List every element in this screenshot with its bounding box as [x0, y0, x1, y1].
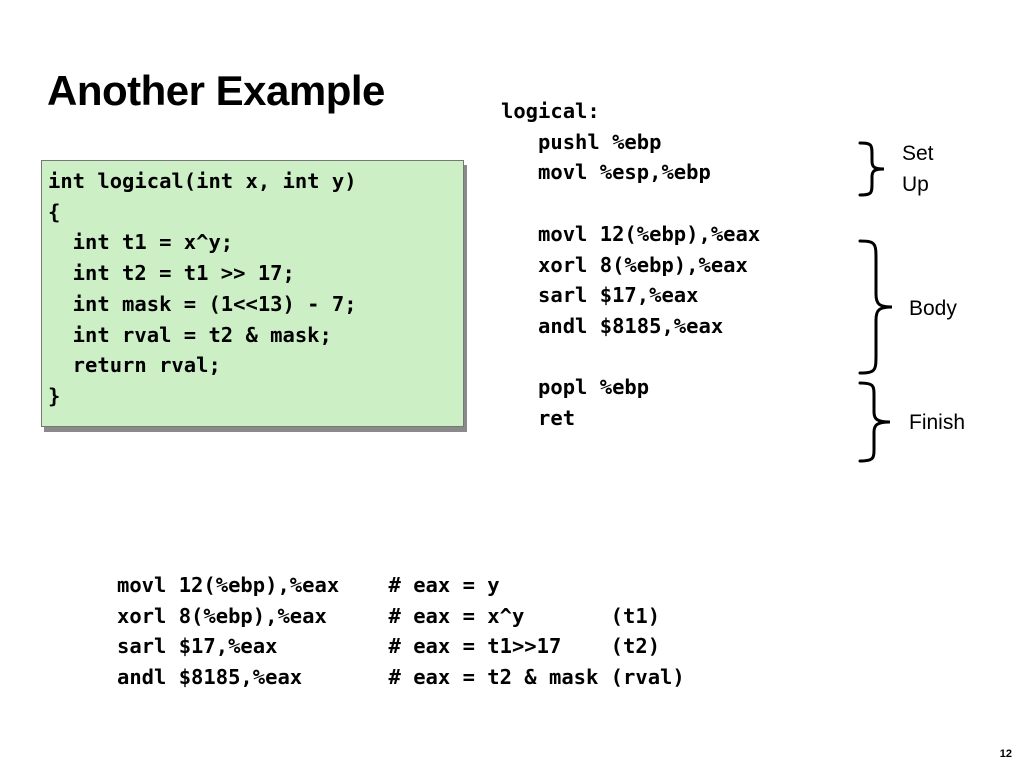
assembly-line: xorl 8(%ebp),%eax	[501, 252, 748, 277]
page-number: 12	[999, 748, 1012, 760]
annotated-line: xorl 8(%ebp),%eax # eax = x^y (t1)	[117, 603, 661, 628]
assembly-line: popl %ebp	[501, 375, 650, 400]
assembly-line: movl 12(%ebp),%eax	[501, 221, 761, 246]
body-label: Body	[909, 297, 957, 320]
assembly-line: sarl $17,%eax	[501, 283, 699, 308]
assembly-line: movl %esp,%ebp	[501, 160, 711, 185]
finish-brace-icon	[858, 381, 891, 463]
setup-label: Set Up	[902, 142, 934, 196]
assembly-line	[501, 342, 760, 373]
finish-label: Finish	[909, 411, 966, 434]
c-code-line: return rval;	[48, 353, 221, 378]
c-code-line: }	[48, 383, 61, 408]
c-code-line: int logical(int x, int y)	[48, 169, 357, 193]
assembly-line	[501, 188, 760, 219]
c-code-line: int t2 = t1 >> 17;	[48, 261, 295, 286]
annotated-line: movl 12(%ebp),%eax # eax = y	[117, 573, 500, 597]
body-brace-icon	[858, 239, 893, 375]
slide-title: Another Example	[47, 67, 385, 114]
c-code-block: int logical(int x, int y) { int t1 = x^y;…	[48, 166, 357, 412]
c-code-line: int mask = (1<<13) - 7;	[48, 291, 357, 316]
assembly-line: ret	[501, 406, 576, 431]
assembly-line: pushl %ebp	[501, 129, 662, 154]
assembly-listing: logical: pushl %ebp movl %esp,%ebp movl …	[501, 96, 760, 434]
assembly-line: logical:	[501, 99, 600, 123]
annotated-line: andl $8185,%eax # eax = t2 & mask (rval)	[117, 665, 685, 690]
c-code-line: {	[48, 199, 61, 224]
c-code-box: int logical(int x, int y) { int t1 = x^y;…	[41, 160, 464, 427]
c-code-line: int t1 = x^y;	[48, 230, 234, 255]
setup-brace-icon	[858, 141, 885, 197]
c-code-line: int rval = t2 & mask;	[48, 322, 332, 347]
annotated-assembly: movl 12(%ebp),%eax # eax = y xorl 8(%ebp)…	[117, 570, 685, 693]
annotated-line: sarl $17,%eax # eax = t1>>17 (t2)	[117, 634, 661, 659]
assembly-line: andl $8185,%eax	[501, 313, 724, 338]
